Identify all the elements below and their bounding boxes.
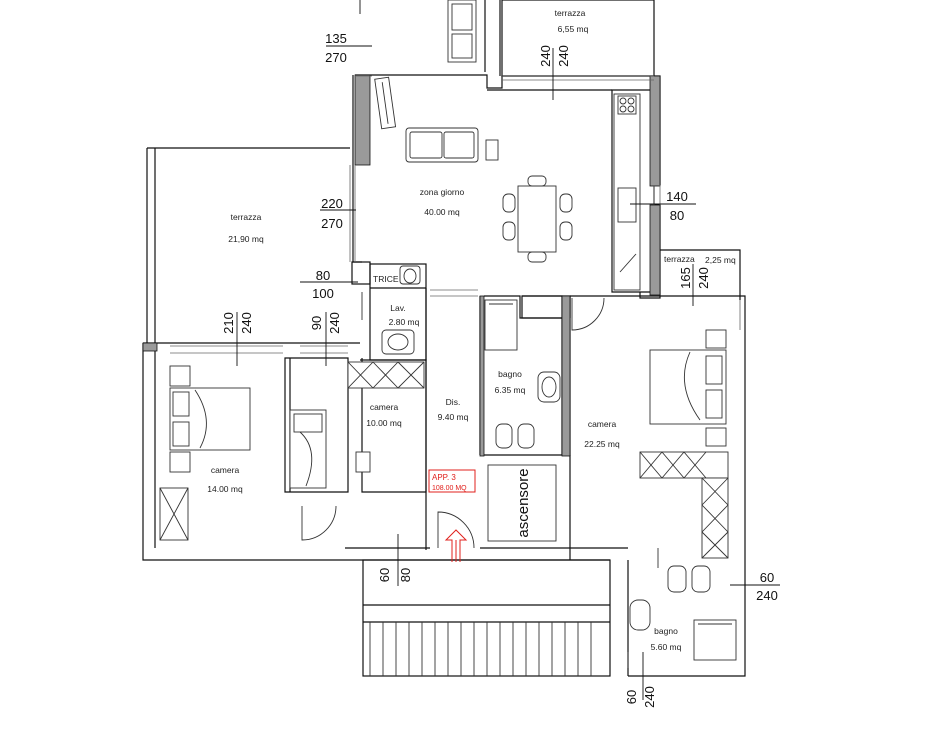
room-area: 6,55 mq [558, 24, 589, 34]
dim-value: 210 [221, 312, 236, 334]
dim-value: 60 [377, 568, 392, 582]
wall-fills [142, 74, 661, 457]
dimension-lines [236, 0, 780, 700]
terrace-left-outline [146, 147, 350, 343]
dim-value: 100 [312, 286, 334, 301]
room-name: terrazza [664, 254, 695, 264]
trice-label: TRICE [373, 274, 399, 284]
dim-value: 140 [666, 189, 688, 204]
room-area: 10.00 mq [366, 418, 402, 428]
room-name: zona giorno [420, 187, 465, 197]
toilet-icon [399, 265, 421, 285]
dim-value: 240 [239, 312, 254, 334]
bidet-icon [495, 423, 535, 449]
dim-value: 80 [316, 268, 330, 283]
dim-value: 80 [670, 208, 684, 223]
double-bed-icon [169, 365, 251, 473]
dim-value: 60 [624, 690, 639, 704]
vertical-dimensions: 240 240 165 240 210 240 90 240 60 80 60 … [221, 45, 711, 708]
shower-icon [484, 299, 518, 351]
wardrobe-icon [639, 451, 729, 559]
dim-value: 165 [678, 267, 693, 289]
tv-unit-icon [485, 139, 499, 161]
room-name: Dis. [446, 397, 461, 407]
windows [170, 75, 741, 354]
dim-value: 270 [321, 216, 343, 231]
apartment-area: 108.00 MQ [432, 485, 467, 492]
room-area: 5.60 mq [651, 642, 682, 652]
room-area: 21,90 mq [228, 234, 264, 244]
room-area: 40.00 mq [424, 207, 460, 217]
bathtub-sink-icon [537, 371, 561, 403]
stairs-icon [369, 622, 592, 676]
elevator-shaft [487, 464, 557, 542]
dim-value: 240 [642, 686, 657, 708]
room-area: 22.25 mq [584, 439, 620, 449]
apartment-label: APP. 3 [432, 473, 456, 482]
dim-value: 270 [325, 50, 347, 65]
room-name: terrazza [555, 8, 586, 18]
dim-value: 240 [696, 267, 711, 289]
shower-icon [693, 619, 737, 661]
kitchen-counter-icon [613, 93, 641, 291]
room-name: terrazza [231, 212, 262, 222]
dim-value: 240 [327, 312, 342, 334]
window-dimensions: 135 270 220 270 80 100 140 80 60 240 [312, 31, 778, 603]
bidet-icon [667, 565, 711, 593]
sink-icon [381, 329, 415, 355]
room-name: camera [211, 465, 240, 475]
apartment-tag: APP. 3 108.00 MQ [428, 469, 476, 493]
walls [142, 0, 746, 677]
room-area: 9.40 mq [438, 412, 469, 422]
dim-value: 240 [756, 588, 778, 603]
double-bed-icon [649, 329, 727, 447]
dim-value: 135 [325, 31, 347, 46]
dim-value: 240 [556, 45, 571, 67]
room-name: camera [370, 402, 399, 412]
room-area: 2,25 mq [705, 255, 736, 265]
dim-value: 90 [309, 316, 324, 330]
wardrobe-icon [347, 361, 425, 389]
room-name: camera [588, 419, 617, 429]
room-area: 14.00 mq [207, 484, 243, 494]
sofa-icon [405, 127, 479, 163]
elevator-label: ascensore [515, 468, 532, 537]
dim-value: 240 [538, 45, 553, 67]
room-area: 6.35 mq [495, 385, 526, 395]
entrance-arrow-icon [444, 529, 468, 562]
room-name: bagno [654, 626, 678, 636]
toilet-icon [629, 599, 651, 631]
room-name: bagno [498, 369, 522, 379]
room-area: 2.80 mq [389, 317, 420, 327]
armchair-icon [447, 0, 477, 63]
dining-table-icon [502, 175, 573, 263]
tv-icon [374, 76, 397, 130]
room-name: Lav. [390, 303, 405, 313]
wardrobe-icon [159, 487, 189, 541]
furniture [159, 0, 737, 676]
door-swings [301, 292, 659, 668]
dim-value: 80 [398, 568, 413, 582]
room-labels: terrazza 6,55 mq zona giorno 40.00 mq te… [207, 8, 736, 652]
single-bed-icon [289, 409, 371, 489]
dim-value: 60 [760, 570, 774, 585]
stairwell [362, 559, 611, 677]
dim-value: 220 [321, 196, 343, 211]
